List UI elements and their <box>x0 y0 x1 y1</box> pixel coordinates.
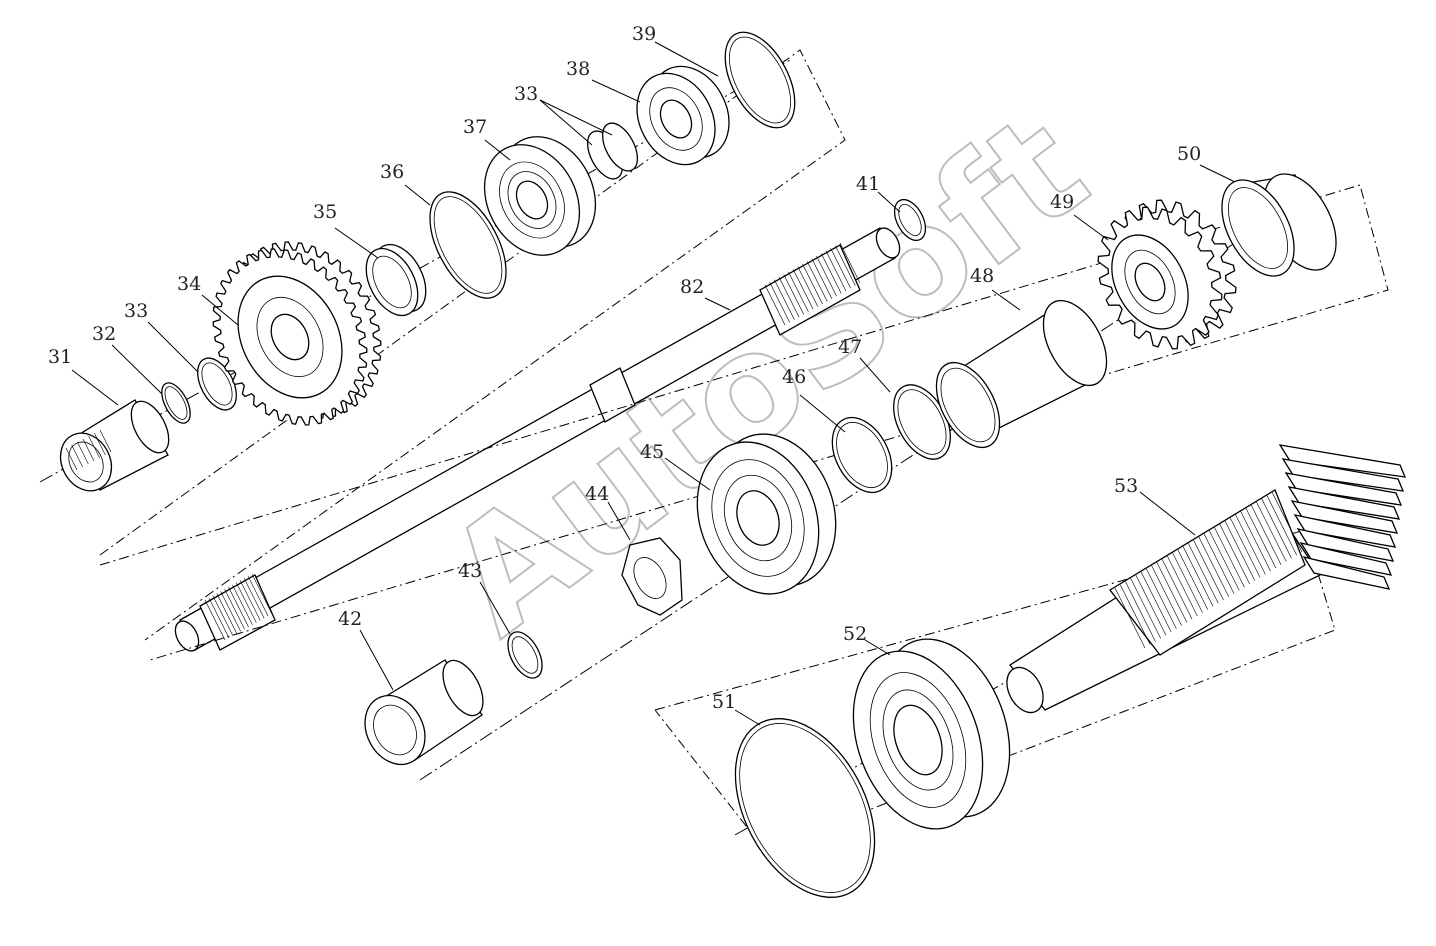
part-50-bearing-cup <box>1221 173 1337 277</box>
part-36-snap-ring <box>429 191 507 299</box>
callout-33: 33 <box>124 300 148 322</box>
lower-group-frame <box>654 529 1336 851</box>
part-42-needle-sleeve <box>364 659 484 766</box>
part-82-main-shaft <box>174 227 901 652</box>
callout-82: 82 <box>680 276 704 298</box>
callout-41: 41 <box>856 173 880 195</box>
part-52-roller-bearing <box>852 638 1011 830</box>
callout-39: 39 <box>632 23 656 45</box>
callout-44: 44 <box>585 483 609 505</box>
callout-37: 37 <box>463 116 487 138</box>
part-43-circlip <box>507 631 543 679</box>
part-34-large-gear <box>212 241 382 426</box>
callout-48: 48 <box>970 265 994 287</box>
part-46-seal-ring <box>831 416 893 494</box>
part-41-circlip <box>893 198 927 242</box>
callout-45: 45 <box>640 441 664 463</box>
part-44-hex-nut <box>621 537 683 616</box>
part-31-needle-sleeve <box>59 399 170 492</box>
middle-axis <box>419 199 1301 781</box>
callout-42: 42 <box>338 608 362 630</box>
part-49-spur-gear <box>1097 199 1237 350</box>
part-51-o-ring <box>734 718 876 898</box>
callout-51: 51 <box>712 691 736 713</box>
part-33-circlip-pair <box>586 122 639 180</box>
callout-34: 34 <box>177 273 201 295</box>
callout-53: 53 <box>1114 475 1138 497</box>
part-39-snap-ring <box>724 31 796 129</box>
callout-32: 32 <box>92 323 116 345</box>
part-48-spacer-sleeve <box>935 299 1108 449</box>
part-35-bearing-race <box>365 243 427 317</box>
callout-35: 35 <box>313 201 337 223</box>
callout-50: 50 <box>1177 143 1201 165</box>
callout-36: 36 <box>380 161 404 183</box>
callout-33-pair: 33 <box>514 83 538 105</box>
callout-38: 38 <box>566 58 590 80</box>
callout-labels: 31 32 33 34 35 36 37 33 38 39 41 82 48 4… <box>48 23 1201 713</box>
part-32-snap-ring <box>161 382 191 424</box>
callout-43: 43 <box>458 560 482 582</box>
callout-52: 52 <box>843 623 867 645</box>
part-37-ball-bearing <box>483 136 597 256</box>
callout-46: 46 <box>782 366 806 388</box>
callout-31: 31 <box>48 346 72 368</box>
part-45-roller-bearing <box>696 433 837 595</box>
callout-49: 49 <box>1050 191 1074 213</box>
callout-47: 47 <box>838 336 862 358</box>
part-38-ball-bearing <box>636 65 730 166</box>
part-53-pinion-shaft <box>1006 444 1407 714</box>
leader-lines <box>71 41 1236 726</box>
